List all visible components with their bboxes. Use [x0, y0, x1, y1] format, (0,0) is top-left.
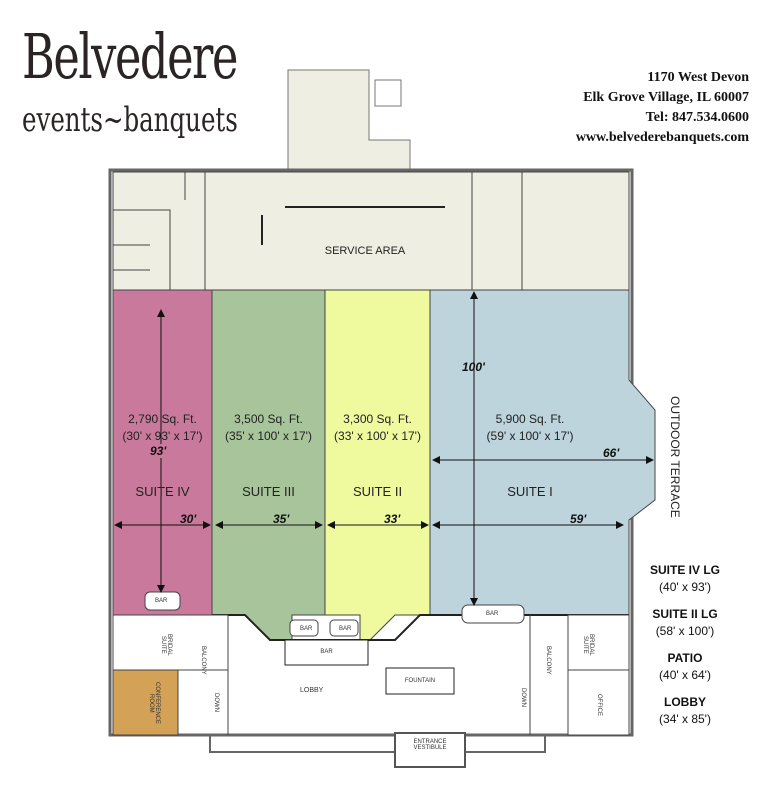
- bar-label-suite-i: BAR: [486, 611, 499, 617]
- legend-name: LOBBY: [664, 695, 706, 709]
- street: 1170 West Devon: [647, 70, 749, 85]
- suite-iii-width: 35': [273, 512, 290, 526]
- fountain-box: [385, 667, 455, 695]
- legend-patio: PATIO (40' x 64'): [630, 650, 740, 684]
- entrance-vestibule: [394, 732, 466, 768]
- bridal-suite-left-label: BRIDAL SUITE: [160, 634, 172, 656]
- bridal-suite-right-label: BRIDAL SUITE: [582, 634, 594, 656]
- suite-i-length: 100': [462, 360, 485, 374]
- conference-room: [112, 669, 179, 736]
- legend-dims: (58' x 100'): [655, 624, 715, 638]
- suite-iii-area: [211, 289, 326, 641]
- down-right-label: DOWN: [520, 688, 526, 707]
- suite-i-span: 66': [603, 446, 620, 460]
- suite-iv-dims: (30' x 93' x 17'): [122, 429, 203, 443]
- suite-i-name: SUITE I: [507, 484, 553, 499]
- suite-ii-name: SUITE II: [352, 484, 403, 499]
- suite-ii-area-text: 3,300 Sq. Ft.: [343, 412, 412, 426]
- service-area-label: SERVICE AREA: [324, 245, 406, 257]
- legend-name: PATIO: [667, 651, 703, 665]
- suite-iii-name: SUITE III: [242, 484, 295, 499]
- legend-dims: (40' x 93'): [659, 580, 711, 594]
- suite-i-area-text: 5,900 Sq. Ft.: [495, 412, 565, 426]
- suite-iv-area-text: 2,790 Sq. Ft.: [128, 412, 197, 426]
- suite-ii-width: 33': [384, 512, 401, 526]
- suite-i-dims: (59' x 100' x 17'): [486, 429, 574, 443]
- suite-i-area: [429, 289, 656, 616]
- office-label: OFFICE: [596, 694, 602, 716]
- suite-iii-area-text: 3,500 Sq. Ft.: [234, 412, 303, 426]
- phone: Tel: 847.534.0600: [645, 110, 749, 125]
- suite-ii-dims: (33' x 100' x 17'): [334, 429, 421, 443]
- annex-box: [374, 79, 402, 107]
- conference-room-label: CONFERENCE ROOM: [148, 682, 160, 725]
- fountain-label: FOUNTAIN: [404, 678, 436, 684]
- bar-label-right: BAR: [339, 626, 352, 632]
- legend-dims: (34' x 85'): [659, 712, 711, 726]
- bar-counter-label: BAR: [320, 649, 333, 655]
- contact-block: 1170 West Devon Elk Grove Village, IL 60…: [576, 68, 749, 148]
- suite-iv-width: 30': [180, 512, 197, 526]
- suite-iv-length: 93': [150, 444, 167, 458]
- logo-tagline: events~banquets: [22, 100, 238, 140]
- logo-name: Belvedere: [22, 20, 238, 93]
- legend-suite-ii-lg: SUITE II LG (58' x 100'): [630, 606, 740, 640]
- bar-counter: [284, 639, 369, 666]
- bar-label-left: BAR: [300, 626, 313, 632]
- down-left-label: DOWN: [213, 693, 219, 712]
- bar-label-suite-iv: BAR: [155, 598, 168, 604]
- legend-dims: (40' x 64'): [659, 668, 711, 682]
- website[interactable]: www.belvederebanquets.com: [575, 130, 749, 145]
- legend-name: SUITE IV LG: [649, 563, 720, 577]
- suite-i-width: 59': [570, 512, 587, 526]
- legend-name: SUITE II LG: [652, 607, 718, 621]
- entrance-label: ENTRANCE VESTIBULE: [413, 739, 447, 751]
- service-area: [112, 171, 630, 291]
- outdoor-terrace-label: OUTDOOR TERRACE: [668, 396, 682, 518]
- lobby-label: LOBBY: [300, 687, 324, 694]
- balcony-left-label: BALCONY: [200, 645, 206, 675]
- suite-iii-dims: (35' x 100' x 17'): [225, 429, 312, 443]
- balcony-right-label: BALCONY: [545, 645, 551, 675]
- city: Elk Grove Village, IL 60007: [583, 90, 749, 105]
- legend-lobby: LOBBY (34' x 85'): [630, 694, 740, 728]
- suite-ii-area: [324, 289, 431, 641]
- legend-suite-iv-lg: SUITE IV LG (40' x 93'): [630, 562, 740, 596]
- suite-iv-name: SUITE IV: [135, 484, 190, 499]
